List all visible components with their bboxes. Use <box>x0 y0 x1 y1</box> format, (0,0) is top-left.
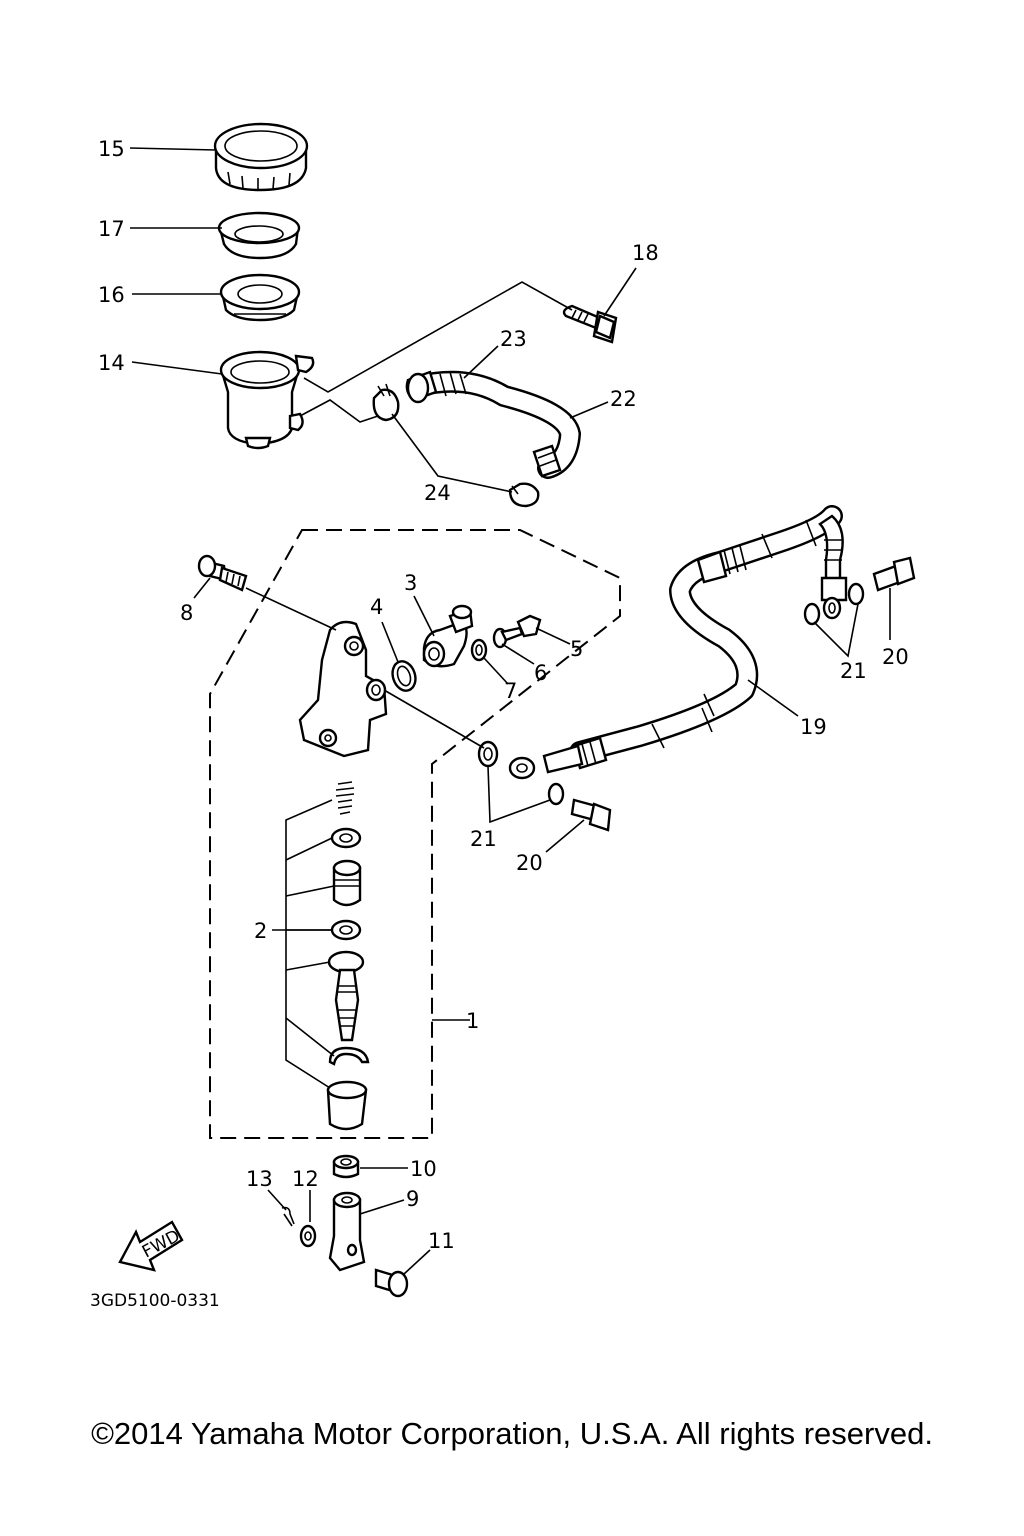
callout-23: 23 <box>500 327 527 351</box>
callout-5: 5 <box>570 637 583 661</box>
callout-7: 7 <box>504 679 517 703</box>
callout-17: 17 <box>98 217 125 241</box>
callout-10: 10 <box>410 1157 437 1181</box>
clevis <box>328 1191 366 1272</box>
callout-21-upper: 21 <box>840 659 867 683</box>
diagram-code: 3GD5100-0331 <box>90 1291 220 1311</box>
callout-15: 15 <box>98 137 125 161</box>
hose-joint <box>422 604 474 668</box>
reservoir-tank <box>219 350 315 450</box>
screw <box>500 614 542 642</box>
reservoir-hose <box>405 370 581 479</box>
callout-6: 6 <box>534 661 547 685</box>
callout-labels: 15 17 16 14 18 23 22 24 8 4 3 5 6 7 19 2… <box>98 137 909 1253</box>
copper-washer <box>547 782 565 806</box>
bolt <box>197 554 248 592</box>
callout-24: 24 <box>424 481 451 505</box>
fwd-arrow-icon: FWD <box>118 1220 184 1272</box>
callout-3: 3 <box>404 571 417 595</box>
callout-11: 11 <box>428 1229 455 1253</box>
callout-14: 14 <box>98 351 125 375</box>
hose-clip <box>372 383 400 422</box>
washer <box>470 638 488 662</box>
callout-2: 2 <box>254 919 267 943</box>
callout-8: 8 <box>180 601 193 625</box>
copyright-notice: ©2014 Yamaha Motor Corporation, U.S.A. A… <box>91 1416 933 1451</box>
callout-20-upper: 20 <box>882 645 909 669</box>
leader-lines <box>129 147 891 1275</box>
washer <box>299 1224 317 1248</box>
callout-1: 1 <box>466 1009 479 1033</box>
callout-16: 16 <box>98 283 125 307</box>
master-cylinder-body <box>298 620 388 758</box>
callout-9: 9 <box>406 1187 419 1211</box>
diaphragm-holder <box>219 273 301 322</box>
callout-12: 12 <box>292 1167 319 1191</box>
callout-21-lower: 21 <box>470 827 497 851</box>
hose-clip <box>508 482 540 508</box>
copper-washer <box>803 602 821 626</box>
diaphragm <box>217 211 301 260</box>
union-bolt <box>570 798 612 832</box>
union-bolt <box>872 556 916 592</box>
nut <box>332 1154 360 1179</box>
callout-18: 18 <box>632 241 659 265</box>
callout-13: 13 <box>246 1167 273 1191</box>
callout-22: 22 <box>610 387 637 411</box>
bolt <box>562 304 618 344</box>
o-ring <box>391 660 417 692</box>
brake-hose <box>508 505 848 780</box>
cotter-pin <box>281 1206 295 1227</box>
copper-washer <box>847 582 865 606</box>
piston-kit <box>326 781 370 1131</box>
copper-washer <box>477 740 499 768</box>
reservoir-cap <box>213 122 309 192</box>
clevis-pin <box>374 1268 409 1298</box>
callout-4: 4 <box>370 595 383 619</box>
callout-20-lower: 20 <box>516 851 543 875</box>
callout-19: 19 <box>800 715 827 739</box>
